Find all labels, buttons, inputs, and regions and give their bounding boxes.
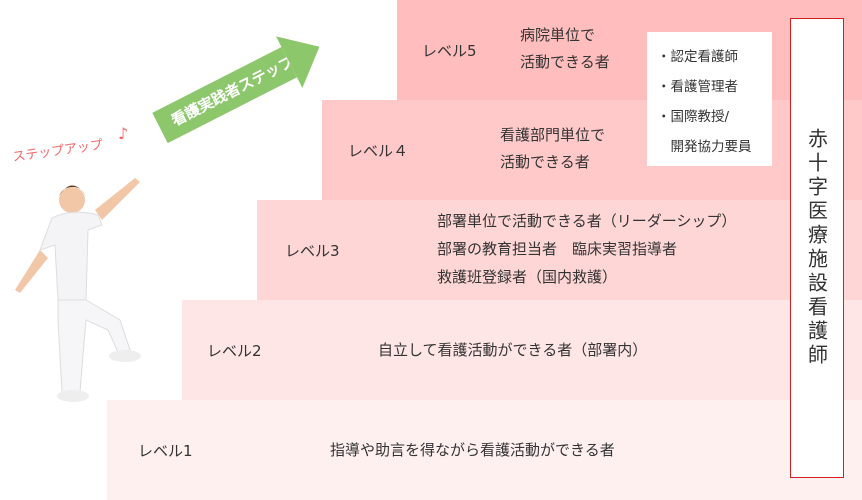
level-2-step [182,300,862,400]
arrow-label: 看護実践者ステップ [152,47,297,144]
vertical-title-box: 赤十字医療施設看護師 [790,18,844,478]
desc-line: 部署単位で活動できる者（リーダーシップ） [437,212,737,230]
level-2-description: 自立して看護活動ができる者（部署内） [378,341,648,359]
desc-line: 活動できる者 [520,53,610,71]
level-5-step [397,0,862,100]
level-4-step [322,100,862,200]
level-1-label: レベル1 [138,442,193,460]
level-4-label: レベル４ [348,142,409,160]
level-3-description: 部署単位で活動できる者（リーダーシップ） 部署の教育担当者 臨床実習指導者 救護… [437,207,736,291]
desc-line: 救護班登録者（国内救護） [437,268,618,286]
desc-line: 部署の教育担当者 臨床実習指導者 [437,240,678,258]
desc-line: 看護部門単位で [500,126,606,144]
desc-line: 病院単位で [520,26,596,44]
music-note-icon: ♪ [118,124,129,143]
level-2-label: レベル2 [207,342,262,360]
roles-box: ・認定看護師 ・看護管理者 ・国際教授/ 開発協力要員 [647,32,772,166]
role-item: ・国際教授/ [657,109,730,125]
level-4-description: 看護部門単位で 活動できる者 [500,122,605,176]
step-arrow: 看護実践者ステップ [150,20,333,149]
level-1-step [107,400,862,500]
role-item: 開発協力要員 [657,139,752,155]
level-5-label: レベル5 [422,42,477,60]
vertical-title: 赤十字医療施設看護師 [804,128,829,368]
level-1-description: 指導や助言を得ながら看護活動ができる者 [330,441,615,459]
level-3-label: レベル3 [285,242,340,260]
role-item: ・認定看護師 [657,49,738,65]
step-up-text: ステップアップ [11,137,104,166]
level-3-step [257,200,862,300]
role-item: ・看護管理者 [657,79,738,95]
level-5-description: 病院単位で 活動できる者 [520,22,610,76]
desc-line: 活動できる者 [500,153,590,171]
nurse-illustration [15,178,141,402]
